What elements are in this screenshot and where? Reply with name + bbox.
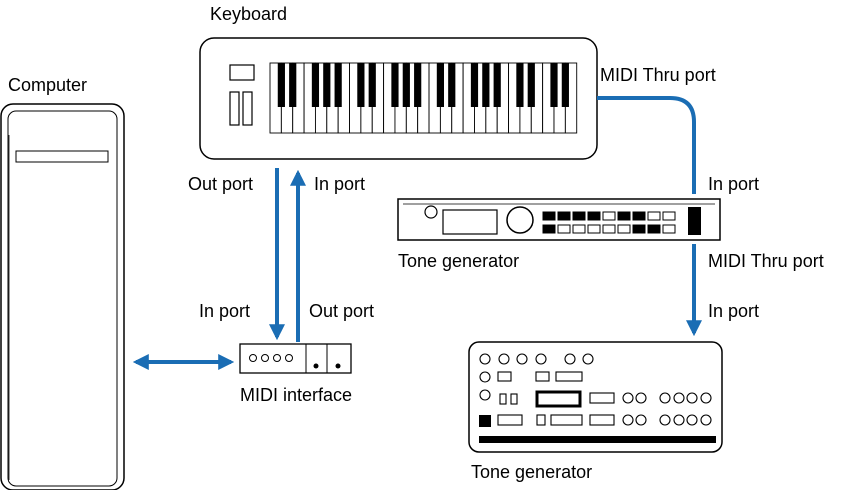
keyboard-display <box>229 64 255 81</box>
midi-interface-label: MIDI interface <box>240 385 353 405</box>
black-key <box>277 63 285 107</box>
in-port-rack-label: In port <box>708 174 760 194</box>
black-key <box>561 63 569 107</box>
tone-generator-rack <box>397 198 721 241</box>
interface-port-dot <box>335 363 341 369</box>
data-dial <box>506 206 534 234</box>
rack-button <box>647 211 661 221</box>
black-key <box>289 63 297 107</box>
cable-keyboard-thru-to-rack-in <box>597 96 696 194</box>
pitch-wheel <box>229 91 240 126</box>
midi-thru-port-keyboard-label: MIDI Thru port <box>600 65 716 85</box>
black-key <box>391 63 399 107</box>
computer-label: Computer <box>8 75 88 95</box>
rack-button <box>617 224 631 234</box>
keyboard-label: Keyboard <box>210 4 288 24</box>
black-key <box>368 63 376 107</box>
midi-cables <box>132 96 702 370</box>
rack-button <box>662 224 676 234</box>
black-key <box>527 63 535 107</box>
tone-generator-synth-label: Tone generator <box>471 462 593 482</box>
in-port-synth-label: In port <box>708 301 760 321</box>
black-key <box>334 63 342 107</box>
piano-keys <box>269 62 578 134</box>
rack-button <box>542 211 556 221</box>
mod-wheel <box>242 91 253 126</box>
rack-button <box>647 224 661 234</box>
rack-button <box>572 211 586 221</box>
rack-button <box>632 224 646 234</box>
rack-buttons <box>542 211 676 234</box>
black-key <box>414 63 422 107</box>
rack-button <box>587 211 601 221</box>
computer-tower <box>0 103 125 491</box>
rack-button <box>662 211 676 221</box>
rack-button <box>557 224 571 234</box>
interface-led <box>249 354 257 362</box>
tone-generator-synth <box>468 341 723 453</box>
rack-button <box>542 224 556 234</box>
interface-led <box>285 354 293 362</box>
interface-led <box>273 354 281 362</box>
rack-black-block <box>688 207 701 235</box>
black-key <box>470 63 479 107</box>
black-key <box>482 63 490 107</box>
midi-interface-device <box>239 343 352 374</box>
black-key <box>550 63 558 107</box>
black-key <box>357 63 365 107</box>
midi-thru-port-rack-label: MIDI Thru port <box>708 251 824 271</box>
rack-button <box>557 211 571 221</box>
rack-button <box>572 224 586 234</box>
rack-button <box>602 224 616 234</box>
black-key <box>516 63 524 107</box>
out-port-interface-label: Out port <box>309 301 375 321</box>
rack-button <box>632 211 646 221</box>
black-key <box>311 63 320 107</box>
rack-display <box>442 209 498 235</box>
rack-button <box>602 211 616 221</box>
in-port-keyboard-label: In port <box>314 174 366 194</box>
keyboard-device <box>199 37 598 160</box>
rack-button <box>617 211 631 221</box>
in-port-interface-label: In port <box>199 301 251 321</box>
computer-drive-bay <box>15 150 109 163</box>
rack-button <box>587 224 601 234</box>
tone-generator-rack-label: Tone generator <box>398 251 520 271</box>
interface-led <box>261 354 269 362</box>
black-key <box>493 63 501 107</box>
out-port-keyboard-label: Out port <box>188 174 254 194</box>
power-knob <box>424 205 438 219</box>
interface-port-dot <box>313 363 319 369</box>
black-key <box>402 63 410 107</box>
black-key <box>436 63 444 107</box>
black-key <box>448 63 456 107</box>
black-key <box>323 63 331 107</box>
